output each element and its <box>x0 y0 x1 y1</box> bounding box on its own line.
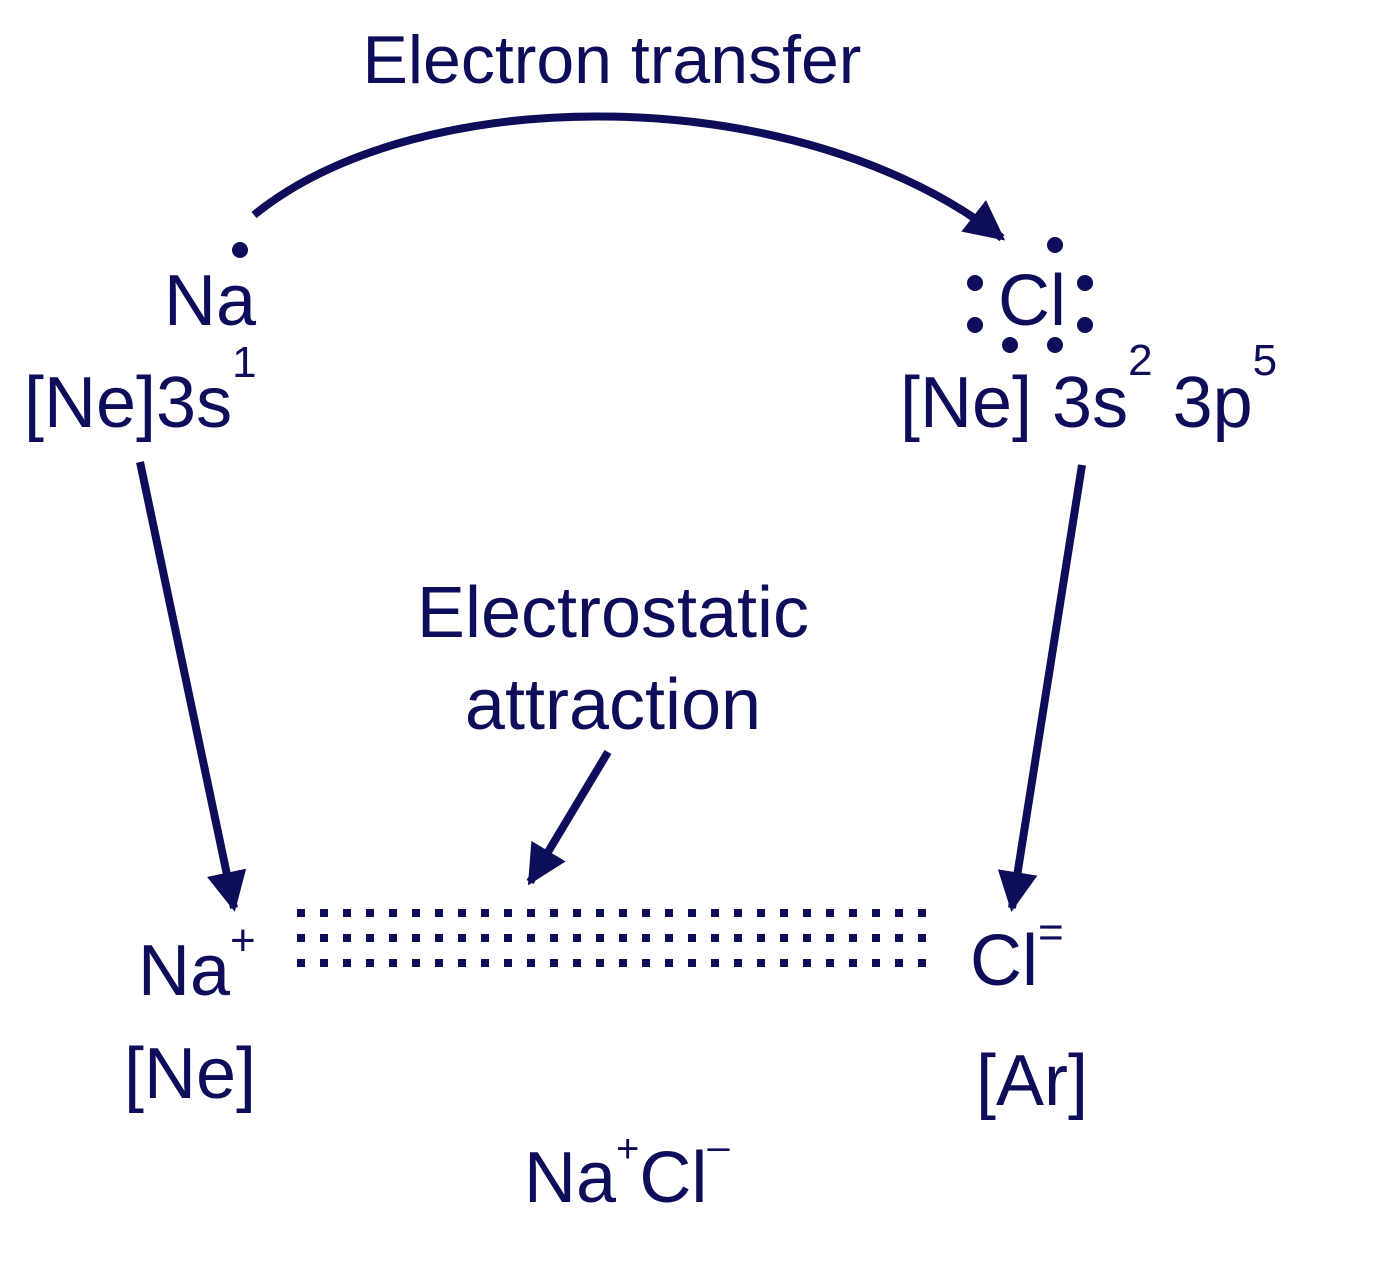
chlorine-electron-dot <box>967 275 983 291</box>
chlorine-electron-config: [Ne] 3s2 3p5 <box>900 336 1277 443</box>
compound-anion-charge: – <box>707 1125 730 1169</box>
electron-transfer-arrow <box>251 112 1006 242</box>
sodium-ion-symbol: Na <box>138 931 231 1011</box>
chloride-ion-charge: = <box>1038 908 1064 957</box>
chlorine-atom-symbol: Cl <box>998 261 1066 341</box>
compound-cation-charge: + <box>616 1127 639 1171</box>
chlorine-electron-dot <box>1047 237 1063 253</box>
sodium-electron-dot <box>232 242 248 258</box>
electron-transfer-label: Electron transfer <box>363 22 862 98</box>
chlorine-config-sup-s: 2 <box>1128 336 1152 385</box>
sodium-atom-symbol: Na <box>164 261 257 341</box>
chloride-ion-config: [Ar] <box>976 1041 1088 1121</box>
compound-formula: Na+Cl– <box>524 1125 730 1218</box>
chloride-ion-symbol: Cl <box>970 921 1038 1001</box>
sodium-electron-config: [Ne]3s1 <box>24 338 257 443</box>
chlorine-to-ion-arrow <box>997 464 1086 912</box>
electrostatic-label: Electrostatic <box>417 573 809 653</box>
chloride-ion: Cl= <box>970 908 1064 1001</box>
chlorine-electron-dot <box>1077 317 1093 333</box>
chlorine-valence-electrons <box>967 237 1093 353</box>
sodium-ion-charge: + <box>230 916 256 965</box>
chlorine-electron-dot <box>967 317 983 333</box>
compound-anion: Cl <box>639 1138 707 1218</box>
compound-cation: Na <box>524 1138 617 1218</box>
sodium-config-superscript: 1 <box>232 338 256 387</box>
chlorine-electron-dot <box>1047 337 1063 353</box>
sodium-ion-config: [Ne] <box>124 1034 256 1114</box>
attraction-pointer-arrow <box>526 749 612 886</box>
sodium-valence-electrons <box>232 242 248 258</box>
chlorine-electron-dot <box>1077 275 1093 291</box>
sodium-to-ion-arrow <box>136 461 247 912</box>
chlorine-electron-dot <box>1002 337 1018 353</box>
chlorine-config-mid: 3p <box>1153 363 1253 443</box>
sodium-config-base: [Ne]3s <box>24 363 232 443</box>
chlorine-config-base: [Ne] 3s <box>900 363 1128 443</box>
chlorine-config-sup-p: 5 <box>1253 336 1277 385</box>
attraction-label: attraction <box>465 665 761 745</box>
sodium-ion: Na+ <box>138 916 256 1011</box>
